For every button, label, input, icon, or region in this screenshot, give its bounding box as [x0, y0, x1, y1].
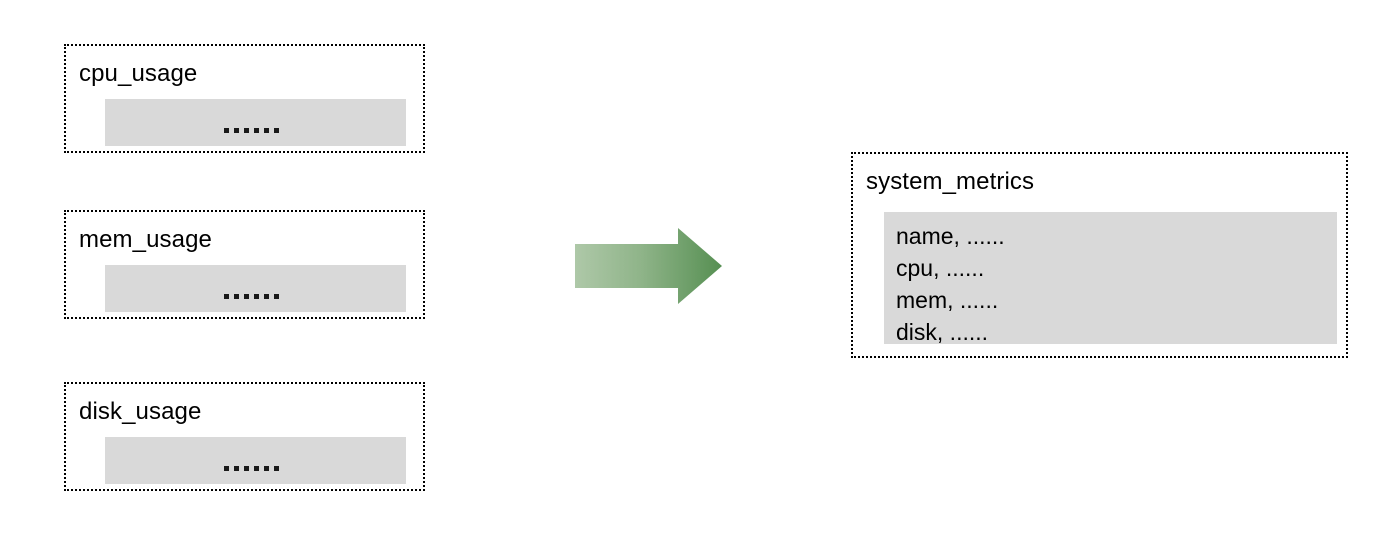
source-title-disk-usage: disk_usage: [79, 398, 202, 425]
source-payload-ellipsis-mem-usage: [224, 294, 279, 299]
source-title-mem-usage: mem_usage: [79, 226, 212, 253]
source-payload-text-disk-usage: ......: [0, 0, 1, 1]
target-payload-system-metrics: [884, 212, 1337, 344]
source-payload-mem-usage: [105, 265, 406, 312]
source-payload-text-cpu-usage: ......: [0, 0, 1, 1]
target-field-row: disk, ......: [896, 319, 989, 345]
source-title-cpu-usage: cpu_usage: [79, 60, 198, 87]
target-field-list: name, ...... cpu, ...... mem, ...... dis…: [896, 220, 1005, 348]
source-payload-ellipsis-cpu-usage: [224, 128, 279, 133]
source-payload-cpu-usage: [105, 99, 406, 146]
source-payload-ellipsis-disk-usage: [224, 466, 279, 471]
right-block-arrow-icon: [575, 228, 722, 304]
target-title-system-metrics: system_metrics: [866, 168, 1035, 195]
source-payload-text-mem-usage: ......: [0, 0, 1, 1]
merge-arrow: [571, 222, 731, 312]
source-payload-disk-usage: [105, 437, 406, 484]
target-field-row: cpu, ......: [896, 255, 985, 281]
target-field-row: name, ......: [896, 223, 1005, 249]
target-field-row: mem, ......: [896, 287, 999, 313]
